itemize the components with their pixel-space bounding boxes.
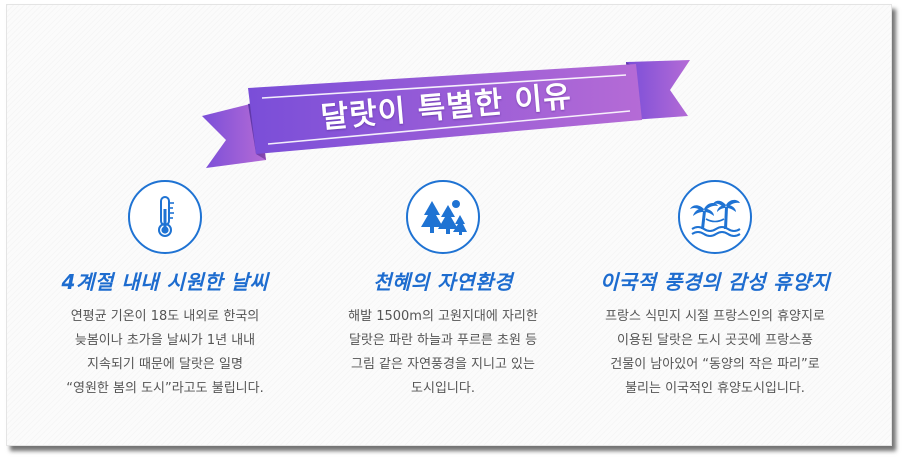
- description-line: 그림 같은 자연풍경을 지니고 있는: [351, 357, 535, 372]
- pine-trees-icon: [406, 180, 480, 254]
- description-line: 해발 1500m의 고원지대에 자리한: [348, 309, 538, 324]
- description-line: 늦봄이나 초가을 날씨가 1년 내내: [74, 333, 256, 348]
- description-line: 프랑스 식민지 시절 프랑스인의 휴양지로: [605, 309, 825, 324]
- description-line: “영원한 봄의 도시”라고도 불립니다.: [66, 381, 264, 396]
- description-line: 건물이 남아있어 “동양의 작은 파리”로: [610, 357, 820, 372]
- description-line: 도시입니다.: [411, 381, 475, 396]
- title-banner: 달랏이 특별한 이유: [196, 58, 696, 170]
- feature-title: 천혜의 자연환경: [373, 270, 513, 294]
- feature-title: 이국적 풍경의 감성 휴양지: [599, 270, 831, 294]
- description-line: 연평균 기온이 18도 내외로 한국의: [70, 309, 260, 324]
- thermometer-icon: [128, 180, 202, 254]
- ribbon-shape: [202, 60, 690, 168]
- description-line: 이용된 달랏은 도시 곳곳에 프랑스풍: [617, 333, 813, 348]
- feature-title: 4계절 내내 시원한 날씨: [61, 270, 269, 294]
- feature-description: 해발 1500m의 고원지대에 자리한 달랏은 파란 하늘과 푸르른 초원 등 …: [298, 305, 588, 401]
- feature-nature: 천혜의 자연환경 해발 1500m의 고원지대에 자리한 달랏은 파란 하늘과 …: [298, 180, 588, 401]
- feature-resort: 이국적 풍경의 감성 휴양지 프랑스 식민지 시절 프랑스인의 휴양지로 이용된…: [570, 180, 860, 401]
- palm-trees-icon: [678, 180, 752, 254]
- description-line: 지속되기 때문에 달랏은 일명: [87, 357, 243, 372]
- description-line: 달랏은 파란 하늘과 푸르른 초원 등: [348, 333, 538, 348]
- feature-description: 연평균 기온이 18도 내외로 한국의 늦봄이나 초가을 날씨가 1년 내내 지…: [20, 305, 310, 401]
- feature-description: 프랑스 식민지 시절 프랑스인의 휴양지로 이용된 달랏은 도시 곳곳에 프랑스…: [570, 305, 860, 401]
- feature-weather: 4계절 내내 시원한 날씨 연평균 기온이 18도 내외로 한국의 늦봄이나 초…: [20, 180, 310, 401]
- description-line: 불리는 이국적인 휴양도시입니다.: [625, 381, 805, 396]
